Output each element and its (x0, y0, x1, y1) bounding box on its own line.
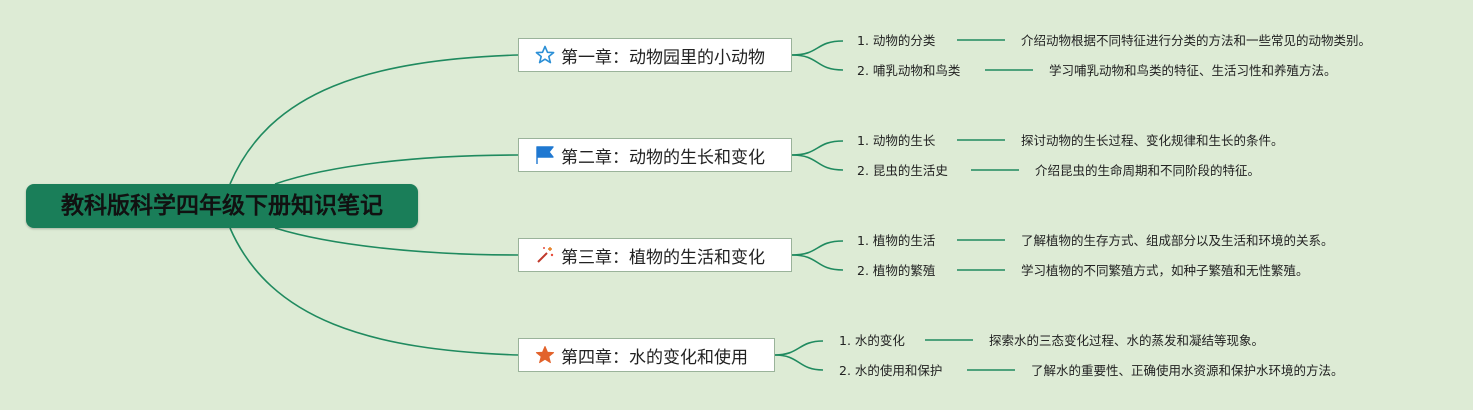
chapter-1-topic-2-desc: 学习哺乳动物和鸟类的特征、生活习性和养殖方法。 (1049, 63, 1337, 78)
chapter-3-topic-2[interactable]: 2. 植物的繁殖 (857, 263, 936, 278)
chapter-2-topic-1-desc: 探讨动物的生长过程、变化规律和生长的条件。 (1021, 133, 1284, 148)
chapter-1-node[interactable]: 第一章：动物园里的小动物 (518, 38, 792, 72)
magic-wand-icon (535, 245, 555, 265)
chapter-1-topic-1-desc: 介绍动物根据不同特征进行分类的方法和一些常见的动物类别。 (1021, 33, 1372, 48)
chapter-2-node[interactable]: 第二章：动物的生长和变化 (518, 138, 792, 172)
chapter-4-topic-1[interactable]: 1. 水的变化 (839, 333, 905, 348)
chapter-2-title: 第二章：动物的生长和变化 (561, 147, 765, 168)
chapter-3-topic-1[interactable]: 1. 植物的生活 (857, 233, 936, 248)
chapter-1-topic-2[interactable]: 2. 哺乳动物和鸟类 (857, 63, 961, 78)
root-topic[interactable]: 教科版科学四年级下册知识笔记 (26, 184, 418, 228)
chapter-2-topic-1[interactable]: 1. 动物的生长 (857, 133, 936, 148)
chapter-3-title: 第三章：植物的生活和变化 (561, 247, 765, 268)
chapter-4-topic-1-desc: 探索水的三态变化过程、水的蒸发和凝结等现象。 (989, 333, 1265, 348)
star-filled-icon (535, 345, 555, 365)
chapter-4-node[interactable]: 第四章：水的变化和使用 (518, 338, 775, 372)
chapter-4-topic-2-desc: 了解水的重要性、正确使用水资源和保护水环境的方法。 (1031, 363, 1344, 378)
chapter-1-topic-1[interactable]: 1. 动物的分类 (857, 33, 936, 48)
flag-icon (535, 145, 555, 165)
chapter-3-topic-1-desc: 了解植物的生存方式、组成部分以及生活和环境的关系。 (1021, 233, 1334, 248)
chapter-3-topic-2-desc: 学习植物的不同繁殖方式，如种子繁殖和无性繁殖。 (1021, 263, 1309, 278)
chapter-4-topic-2[interactable]: 2. 水的使用和保护 (839, 363, 943, 378)
chapter-4-title: 第四章：水的变化和使用 (561, 347, 748, 368)
chapter-2-topic-2[interactable]: 2. 昆虫的生活史 (857, 163, 948, 178)
chapter-1-title: 第一章：动物园里的小动物 (561, 47, 765, 68)
chapter-3-node[interactable]: 第三章：植物的生活和变化 (518, 238, 792, 272)
star-outline-icon (535, 45, 555, 65)
chapter-2-topic-2-desc: 介绍昆虫的生命周期和不同阶段的特征。 (1035, 163, 1261, 178)
